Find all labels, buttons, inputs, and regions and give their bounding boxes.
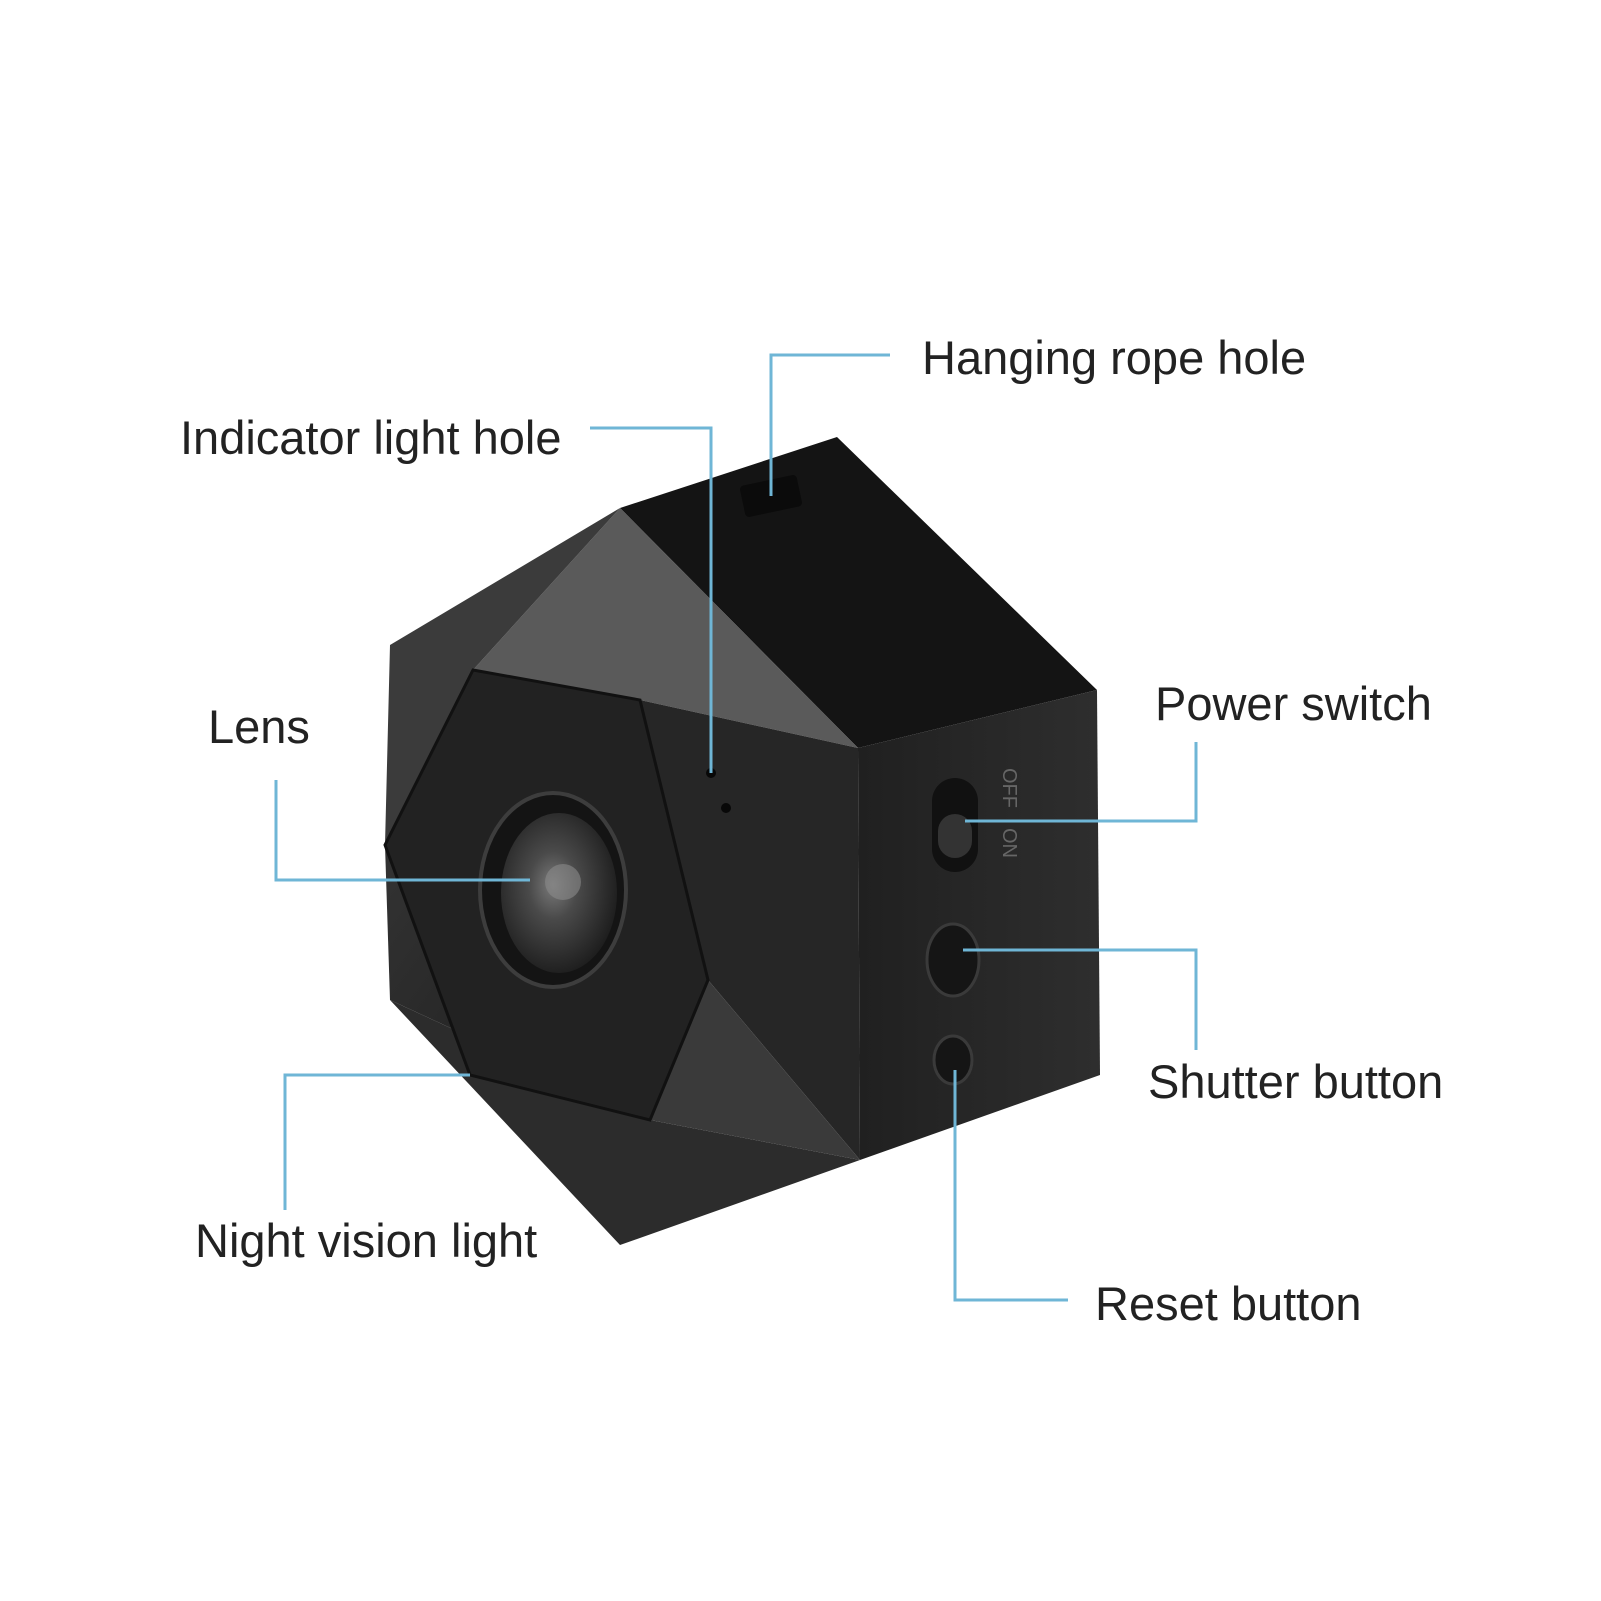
label-lens: Lens bbox=[208, 700, 310, 753]
label-power-switch: Power switch bbox=[1155, 677, 1432, 730]
camera-facet-lower-right bbox=[650, 980, 860, 1160]
reset-button[interactable] bbox=[932, 1034, 974, 1086]
label-reset-button: Reset button bbox=[1095, 1277, 1362, 1330]
mic-hole bbox=[721, 803, 731, 813]
camera-facet-upper bbox=[473, 508, 858, 748]
switch-off-label: OFF bbox=[998, 768, 1020, 808]
camera-facet-upper-left bbox=[385, 508, 620, 845]
lens bbox=[478, 791, 628, 989]
camera-side-face bbox=[858, 690, 1100, 1160]
leader-shutter bbox=[963, 948, 1198, 1050]
leader-indicator bbox=[590, 426, 713, 773]
camera-facet-right bbox=[640, 700, 860, 1160]
label-shutter-button: Shutter button bbox=[1148, 1055, 1444, 1108]
leader-rope bbox=[769, 353, 890, 496]
power-switch-knob bbox=[938, 814, 972, 858]
leader-lines bbox=[274, 353, 1198, 1302]
leader-night bbox=[283, 1073, 470, 1210]
leader-power bbox=[965, 742, 1198, 823]
shutter-button[interactable] bbox=[925, 922, 981, 998]
label-indicator-light-hole: Indicator light hole bbox=[180, 411, 562, 464]
leader-reset bbox=[953, 1070, 1068, 1302]
label-hanging-rope-hole: Hanging rope hole bbox=[922, 331, 1307, 384]
switch-on-label: ON bbox=[998, 828, 1020, 858]
label-night-vision-light: Night vision light bbox=[195, 1214, 538, 1267]
camera-top-face bbox=[620, 437, 1097, 748]
leader-lens bbox=[274, 780, 530, 882]
